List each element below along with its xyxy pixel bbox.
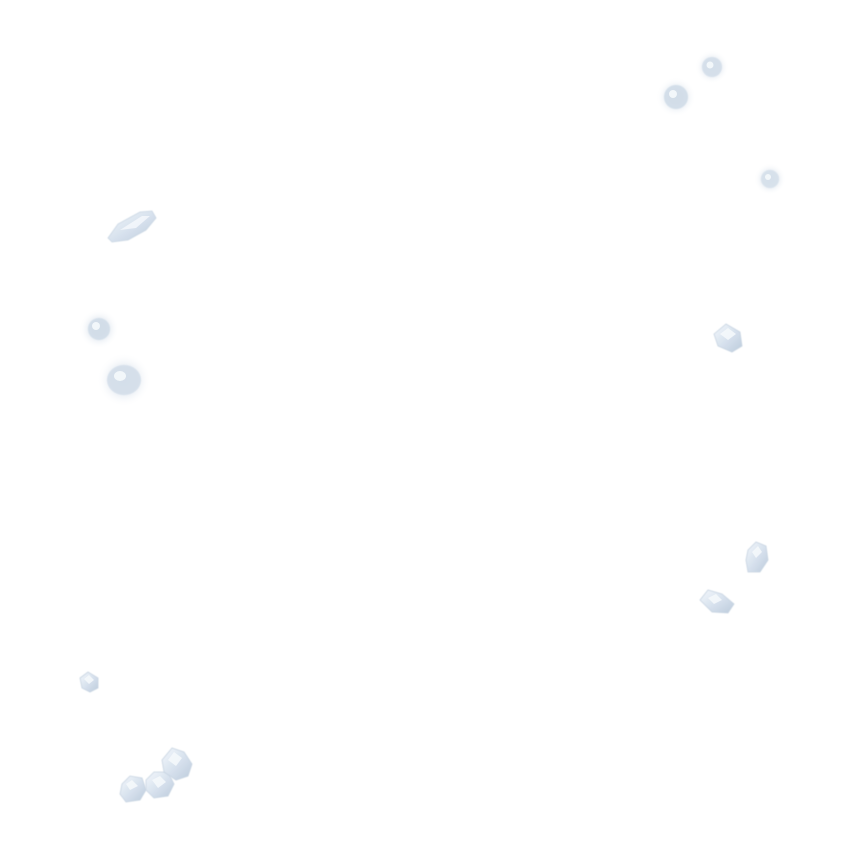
- crystal-shard: [107, 210, 157, 243]
- crystal-chunk: [161, 747, 193, 781]
- crystal-glow-round: [79, 309, 119, 349]
- crystal-chunk: [713, 323, 743, 353]
- crystal-chunk: [119, 775, 147, 803]
- crystal-chunk: [79, 671, 99, 693]
- crystal-chunk: [145, 771, 175, 799]
- crystal-chunk: [745, 541, 769, 573]
- crystal-glow-round: [656, 77, 696, 117]
- crystal-glow-round: [695, 50, 729, 84]
- crystal-glow-round: [97, 353, 151, 407]
- crystal-chunk: [699, 589, 735, 614]
- crystal-glow-round: [754, 163, 786, 195]
